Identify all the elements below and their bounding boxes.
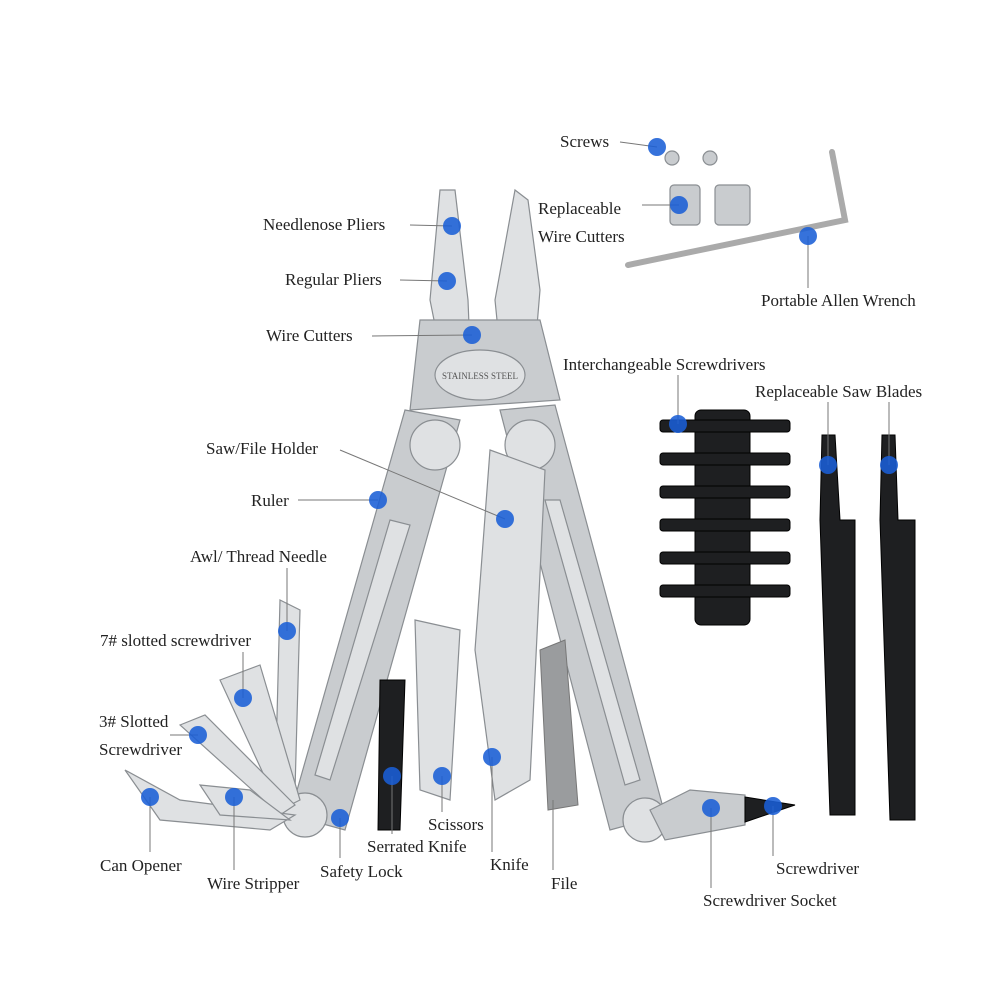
marker-knife (483, 748, 501, 766)
knife-blade (474, 449, 546, 801)
labels: Screws Replaceable Wire Cutters Needleno… (99, 132, 922, 910)
label-scissors: Scissors (428, 815, 484, 834)
label-3-slotted-line2: Screwdriver (99, 740, 182, 759)
saw-blade-2 (879, 434, 916, 821)
label-screwdriver: Screwdriver (776, 859, 859, 878)
label-needlenose-pliers: Needlenose Pliers (263, 215, 385, 234)
left-handle-inset (314, 519, 411, 781)
label-interchangeable-screwdrivers: Interchangeable Screwdrivers (563, 355, 765, 374)
marker-screws (648, 138, 666, 156)
bits (659, 419, 791, 598)
label-portable-allen-wrench: Portable Allen Wrench (761, 291, 916, 310)
allen-wrench (625, 149, 849, 268)
marker-needlenose-pliers (443, 217, 461, 235)
screw-1 (664, 150, 680, 166)
replaceable-cutter-2 (714, 184, 751, 226)
label-screws: Screws (560, 132, 609, 151)
label-replaceable-wire-cutters-line1: Replaceable (538, 199, 621, 218)
label-replaceable-wire-cutters-line2: Wire Cutters (538, 227, 625, 246)
marker-scissors (433, 767, 451, 785)
engraving-plate (434, 349, 526, 401)
marker-regular-pliers (438, 272, 456, 290)
marker-screwdriver-socket (702, 799, 720, 817)
label-serrated-knife: Serrated Knife (367, 837, 467, 856)
marker-interchangeable-screwdrivers (669, 415, 687, 433)
file-blade (539, 639, 579, 811)
multitool-illustration: STAINLESS STEEL (124, 149, 916, 843)
marker-slotted-3 (189, 726, 207, 744)
label-awl-thread-needle: Awl/ Thread Needle (190, 547, 327, 566)
marker-slotted-7 (234, 689, 252, 707)
serrated-knife-blade (377, 679, 406, 831)
marker-safety-lock (331, 809, 349, 827)
right-handle-inset (544, 499, 641, 786)
saw-blade-1 (819, 434, 856, 816)
marker-can-opener (141, 788, 159, 806)
slotted-3-blade (178, 714, 296, 816)
engraving-text: STAINLESS STEEL (442, 371, 518, 381)
marker-allen-wrench (799, 227, 817, 245)
label-wire-stripper: Wire Stripper (207, 874, 300, 893)
marker-wire-cutters (463, 326, 481, 344)
label-saw-file-holder: Saw/File Holder (206, 439, 318, 458)
marker-ruler (369, 491, 387, 509)
marker-screwdriver (764, 797, 782, 815)
label-screwdriver-socket: Screwdriver Socket (703, 891, 837, 910)
marker-wire-stripper (225, 788, 243, 806)
label-regular-pliers: Regular Pliers (285, 270, 382, 289)
screwdriver-socket-part (649, 789, 746, 841)
label-ruler: Ruler (251, 491, 289, 510)
marker-saw-blade-2 (880, 456, 898, 474)
label-7-slotted-screwdriver: 7# slotted screwdriver (100, 631, 251, 650)
marker-replaceable-wire-cutters (670, 196, 688, 214)
label-knife: Knife (490, 855, 529, 874)
marker-serrated-knife (383, 767, 401, 785)
label-safety-lock: Safety Lock (320, 862, 403, 881)
label-3-slotted-line1: 3# Slotted (99, 712, 169, 731)
label-can-opener: Can Opener (100, 856, 182, 875)
label-file: File (551, 874, 577, 893)
label-replaceable-saw-blades: Replaceable Saw Blades (755, 382, 922, 401)
pivot-left (409, 419, 461, 471)
marker-saw-blade-1 (819, 456, 837, 474)
screw-2 (702, 150, 718, 166)
marker-dots (141, 138, 898, 827)
scissors-blade (414, 619, 461, 801)
marker-saw-file-holder (496, 510, 514, 528)
label-wire-cutters: Wire Cutters (266, 326, 353, 345)
marker-awl (278, 622, 296, 640)
